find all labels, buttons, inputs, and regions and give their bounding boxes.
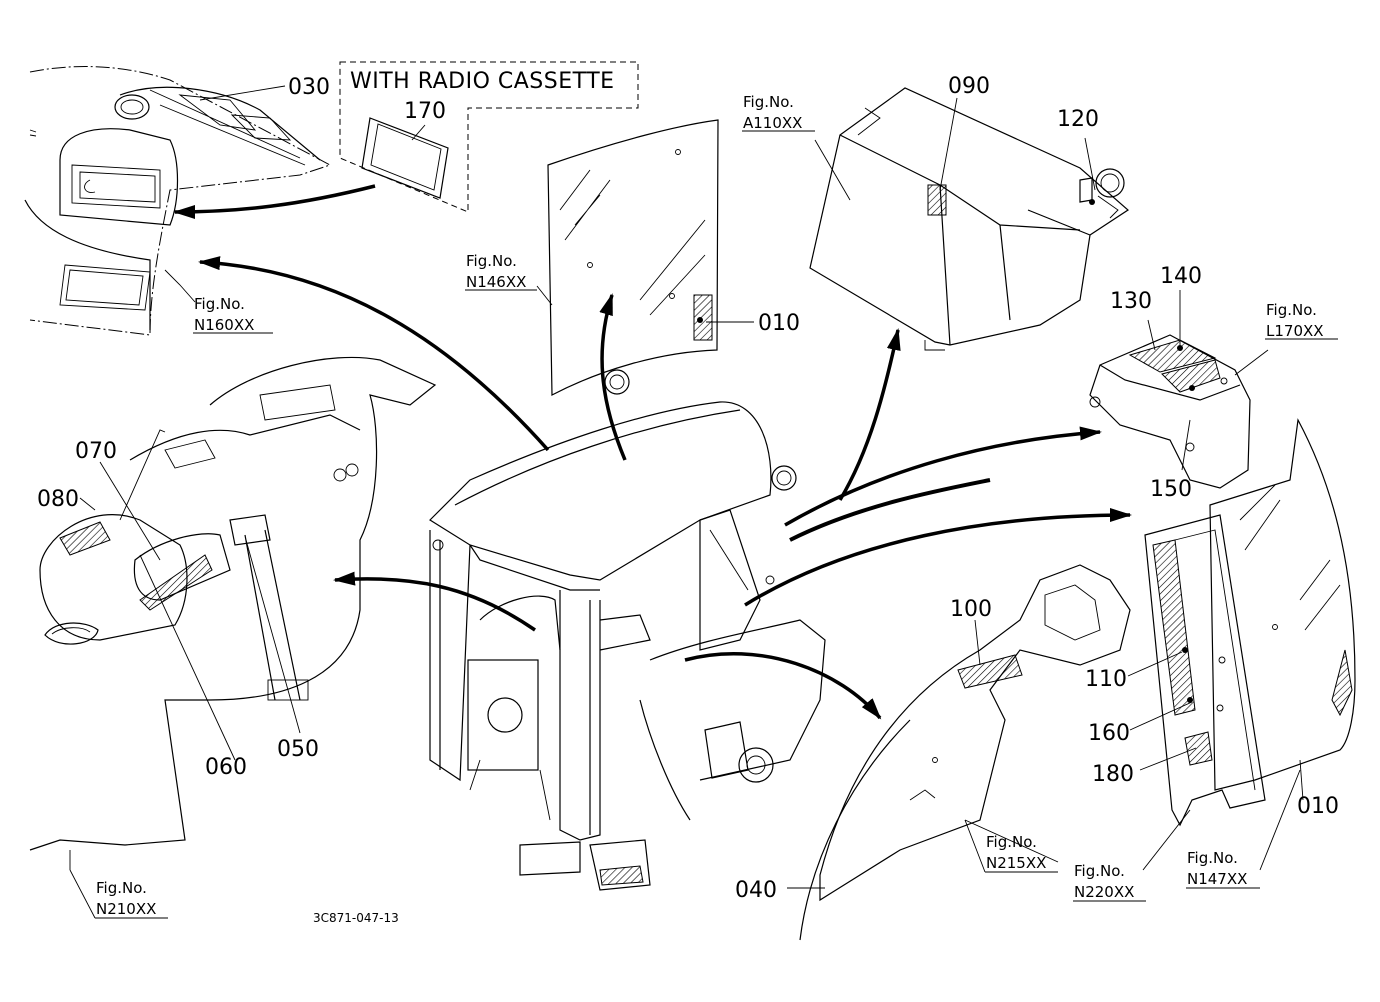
cover-panel-drawing (1089, 334, 1251, 489)
part-label-100: 100 (950, 597, 992, 622)
part-label-110: 110 (1085, 667, 1127, 692)
part-label-010-lower: 010 (1297, 794, 1339, 819)
part-label-130: 130 (1110, 289, 1152, 314)
part-label-170: 170 (404, 99, 446, 124)
part-label-160: 160 (1088, 721, 1130, 746)
part-label-080: 080 (37, 487, 79, 512)
fig-ref-label: Fig.No. (743, 93, 794, 111)
fig-ref-code-l170: L170XX (1266, 322, 1324, 340)
fig-ref-code-n160: N160XX (194, 316, 254, 334)
fig-ref-code-n220: N220XX (1074, 883, 1134, 901)
part-label-060: 060 (205, 755, 247, 780)
radio-cassette-box: WITH RADIO CASSETTE (339, 61, 639, 213)
part-label-150: 150 (1150, 477, 1192, 502)
part-label-070: 070 (75, 439, 117, 464)
part-label-090: 090 (948, 74, 990, 99)
part-label-120: 120 (1057, 107, 1099, 132)
pillar-trim-drawing (1144, 514, 1266, 827)
fig-ref-label: Fig.No. (96, 879, 147, 897)
part-label-010-upper: 010 (758, 311, 800, 336)
part-label-030: 030 (288, 75, 330, 100)
part-label-040: 040 (735, 878, 777, 903)
part-labels: 030 170 010 090 120 140 130 150 070 080 … (37, 74, 1339, 903)
fig-ref-label: Fig.No. (194, 295, 245, 313)
part-label-180: 180 (1092, 762, 1134, 787)
door-glass-drawing (1209, 418, 1356, 791)
fig-ref-code-a110: A110XX (743, 114, 802, 132)
figure-references: Fig.No. N160XX Fig.No. N146XX Fig.No. A1… (96, 93, 1324, 918)
part-label-140: 140 (1160, 264, 1202, 289)
fig-ref-code-n146: N146XX (466, 273, 526, 291)
fig-ref-label: Fig.No. (1187, 849, 1238, 867)
instrument-cover-drawing (24, 66, 332, 336)
fig-ref-code-n147: N147XX (1187, 870, 1247, 888)
part-label-050: 050 (277, 737, 319, 762)
fig-ref-code-n210: N210XX (96, 900, 156, 918)
fig-ref-label: Fig.No. (986, 833, 1037, 851)
fig-ref-label: Fig.No. (466, 252, 517, 270)
radio-note: WITH RADIO CASSETTE (350, 69, 615, 94)
rear-glass-drawing (547, 119, 719, 396)
fig-ref-label: Fig.No. (1074, 862, 1125, 880)
drawing-code: 3C871-047-13 (313, 911, 399, 925)
callout-arrows (173, 184, 1132, 720)
fender-trim-drawing (799, 564, 1131, 941)
fig-ref-label: Fig.No. (1266, 301, 1317, 319)
inner-trim-drawing (29, 356, 437, 851)
leader-lines (69, 85, 1338, 919)
storage-box-drawing (809, 87, 1129, 351)
cab-frame-drawing (429, 369, 826, 891)
fig-ref-code-n215: N215XX (986, 854, 1046, 872)
